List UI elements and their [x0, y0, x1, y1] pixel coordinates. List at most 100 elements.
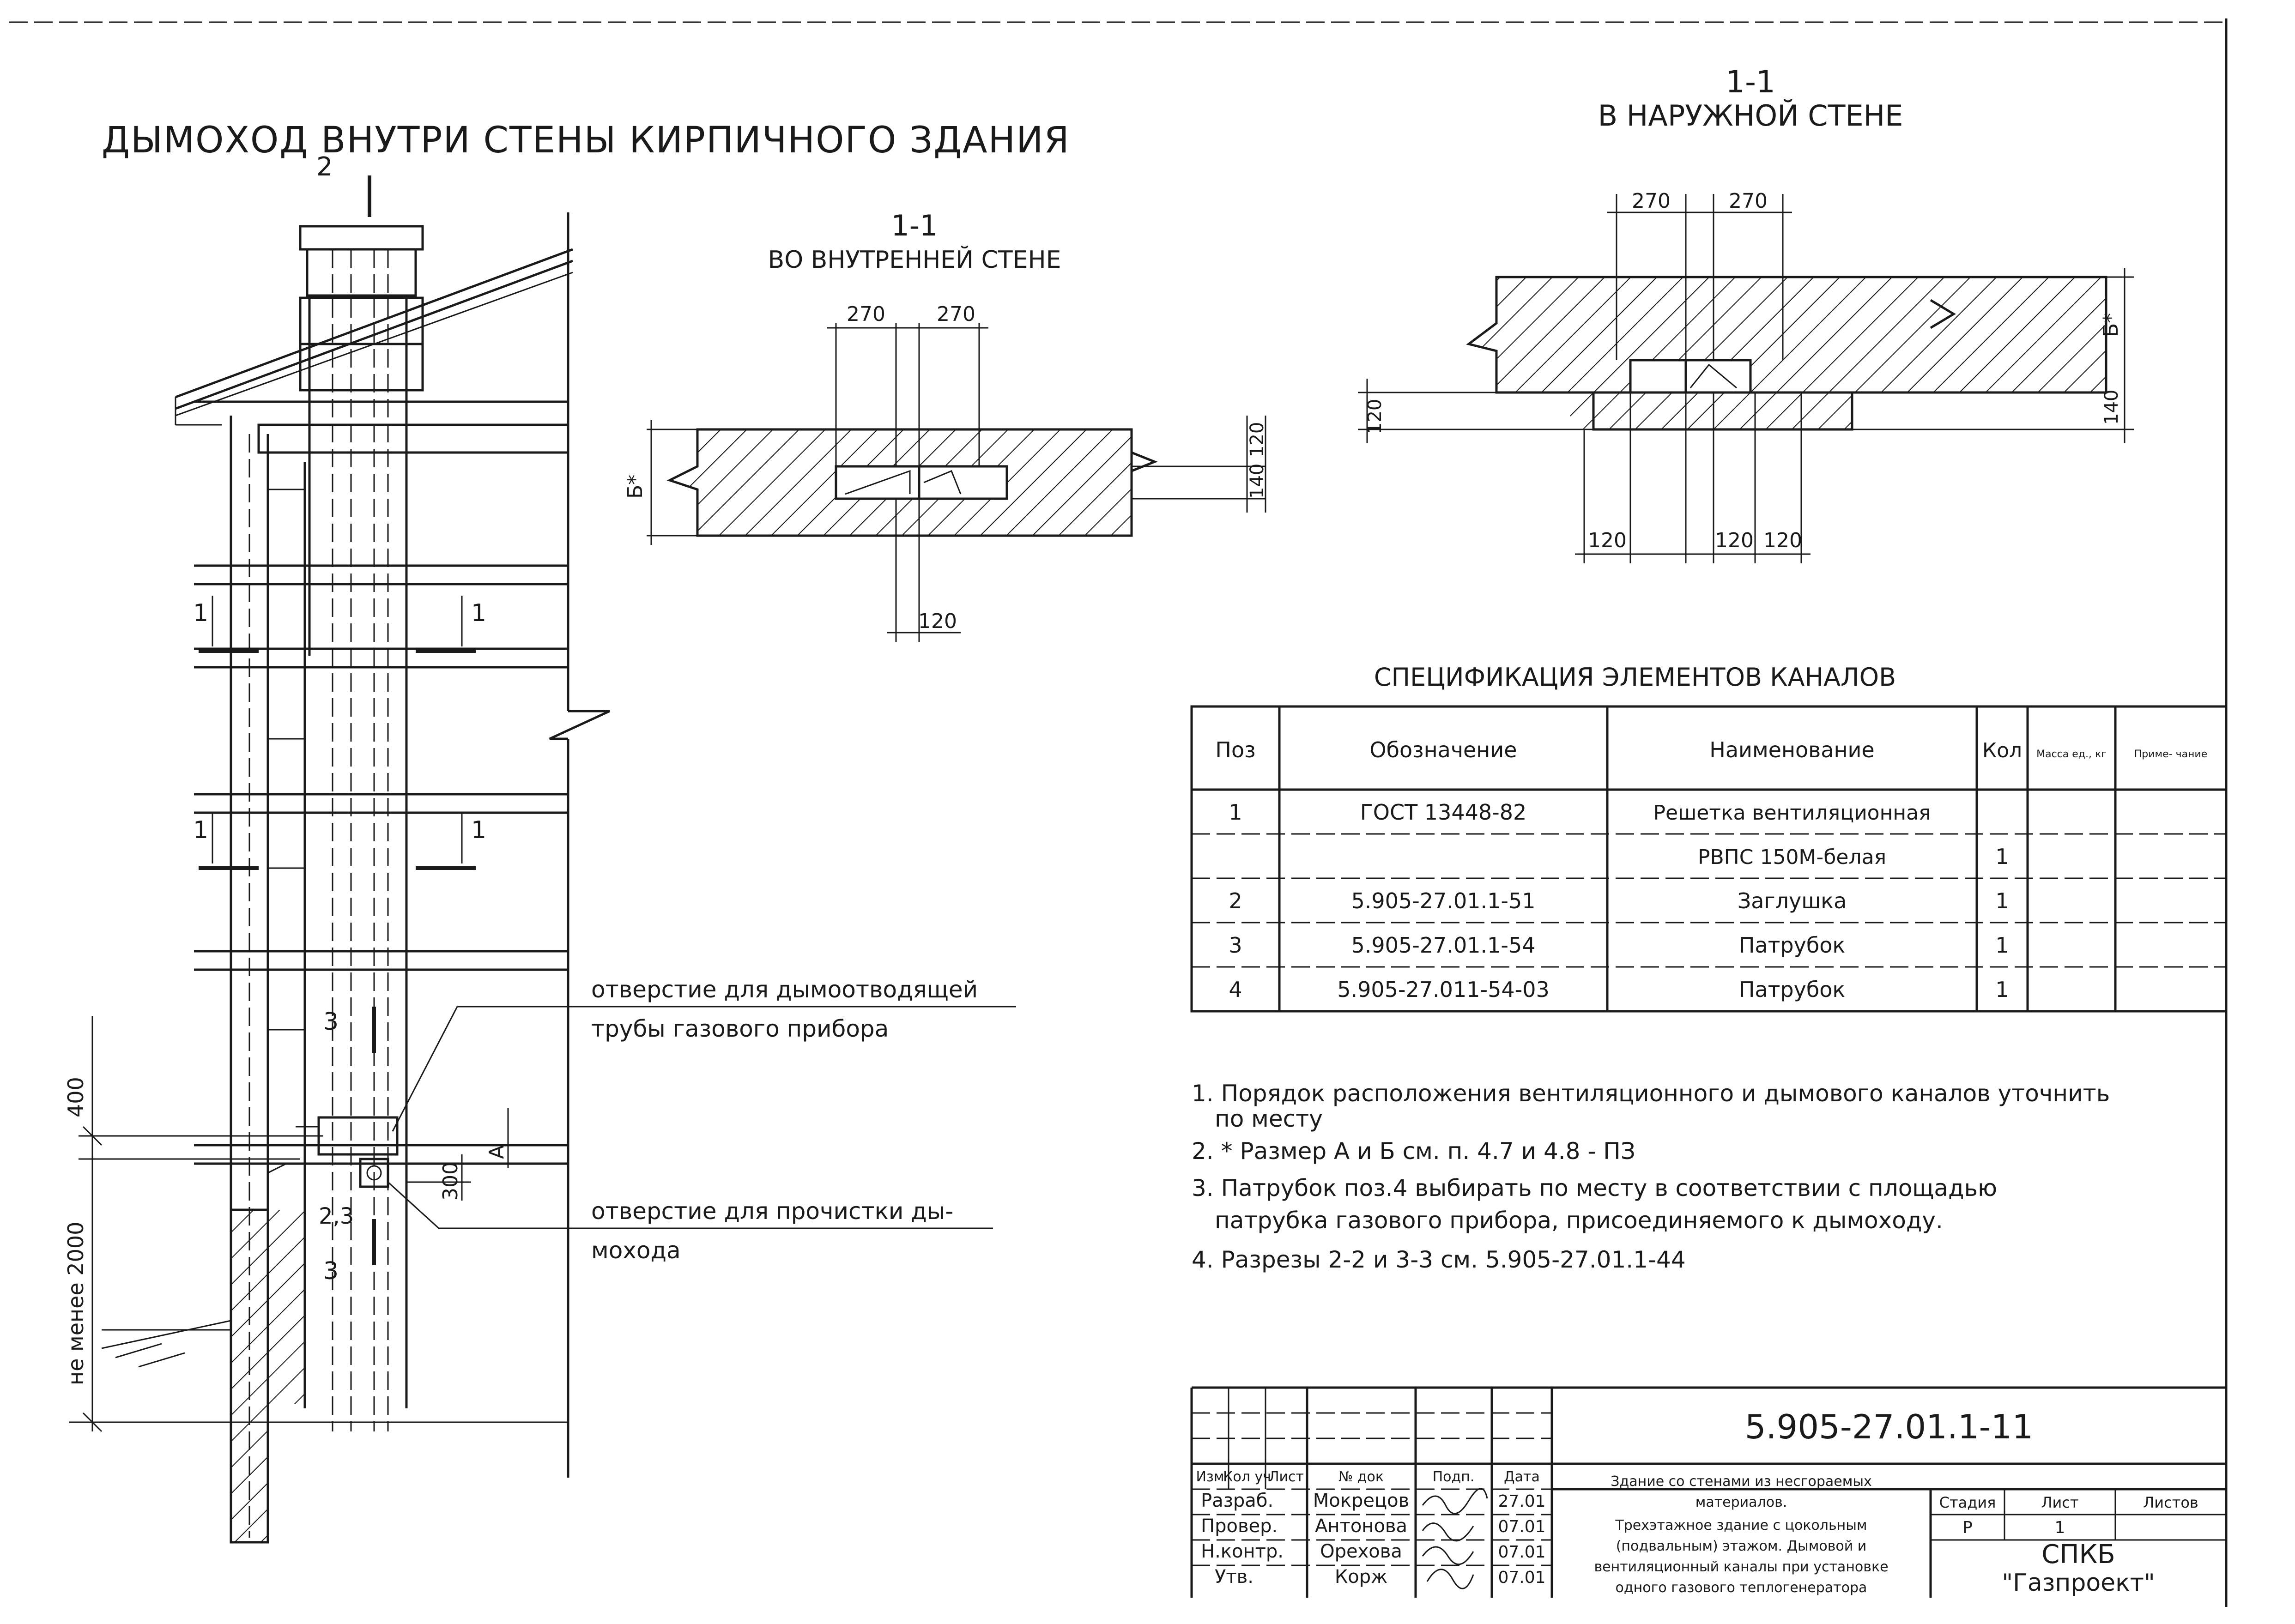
spec-row-5-name: Патрубок	[1739, 977, 1845, 1002]
spec-header-note: Приме- чание	[2134, 749, 2208, 760]
spec-header-designation: Обозначение	[1369, 737, 1517, 762]
stamp-org-2: "Газпроект"	[2002, 1569, 2155, 1597]
inner-dim-270b: 270	[937, 302, 975, 326]
outer-dim-120b: 120	[1715, 529, 1754, 552]
callout-flue-hole-line2: трубы газового прибора	[591, 1015, 889, 1042]
stamp-desc-5: вентиляционный каналы при установке	[1594, 1559, 1888, 1575]
spec-row-4-pos: 3	[1229, 933, 1242, 958]
stamp-desc-3: Трехэтажное здание с цокольным	[1615, 1517, 1867, 1533]
stamp-sheet-label: Лист	[2041, 1494, 2078, 1511]
dim-400: 400	[63, 1077, 88, 1117]
section-outer-wall: 1-1 В НАРУЖНОЙ СТЕНЕ 270 270 120 120 120…	[1358, 64, 2134, 563]
spec-row-4-name: Патрубок	[1739, 933, 1845, 958]
stamp-sheet-value: 1	[2055, 1518, 2065, 1537]
spec-row-1-name: Решетка вентиляционная	[1653, 801, 1931, 825]
doc-number: 5.905-27.01.1-11	[1745, 1407, 2034, 1446]
section-mark-23: 2,3	[319, 1203, 354, 1229]
spec-row-1-pos: 1	[1229, 800, 1242, 825]
note-2: 2. * Размер А и Б см. п. 4.7 и 4.8 - ПЗ	[1192, 1138, 1635, 1165]
main-title: ДЫМОХОД ВНУТРИ СТЕНЫ КИРПИЧНОГО ЗДАНИЯ	[102, 120, 1070, 161]
dim-min-2000: не менее 2000	[63, 1222, 88, 1385]
stamp-date-checker: 07.01	[1498, 1517, 1545, 1536]
spec-title: СПЕЦИФИКАЦИЯ ЭЛЕМЕНТОВ КАНАЛОВ	[1374, 663, 1896, 692]
outer-dim-120a: 120	[1588, 529, 1627, 552]
spec-header-name: Наименование	[1709, 737, 1874, 762]
stamp-role-approved: Утв.	[1215, 1566, 1253, 1588]
inner-dim-120-right: 120	[1247, 422, 1268, 457]
section-mark-1a: 1	[193, 599, 208, 627]
spec-row-5-designation: 5.905-27.011-54-03	[1337, 977, 1550, 1002]
notes: 1. Порядок расположения вентиляционного …	[1192, 1080, 2110, 1273]
spec-row-5-qty: 1	[1995, 977, 2009, 1002]
spec-row-2-name: РВПС 150М-белая	[1698, 845, 1886, 869]
stamp-hdr-date: Дата	[1504, 1469, 1540, 1485]
section-mark-3a: 3	[323, 1008, 339, 1036]
dim-300: 300	[439, 1162, 462, 1201]
stamp-role-norm-control: Н.контр.	[1201, 1541, 1284, 1562]
stamp-stadia-value: Р	[1962, 1518, 1973, 1537]
outer-dim-140: 140	[2101, 390, 2122, 425]
spec-table: СПЕЦИФИКАЦИЯ ЭЛЕМЕНТОВ КАНАЛОВ Поз Обозн…	[1190, 663, 2228, 1013]
stamp-desc-6: одного газового теплогенератора	[1616, 1580, 1867, 1596]
stamp-hdr-kol: Кол уч	[1223, 1469, 1271, 1485]
stamp-org-1: СПКБ	[2041, 1539, 2115, 1570]
outer-dim-b: Б*	[2099, 313, 2123, 337]
spec-header-mass: Масса ед., кг	[2036, 749, 2107, 760]
inner-dim-140: 140	[1247, 464, 1268, 499]
spec-row-2-qty: 1	[1995, 844, 2009, 869]
signatures	[1422, 1488, 1488, 1589]
stamp-hdr-izm: Изм	[1196, 1469, 1224, 1485]
section-mark-1c: 1	[193, 816, 208, 844]
stamp-desc-1: Здание со стенами из несгораемых	[1611, 1473, 1872, 1490]
stamp-stadia-label: Стадия	[1939, 1494, 1996, 1511]
inner-dim-b: Б*	[624, 475, 647, 499]
section-outer-number: 1-1	[1726, 64, 1775, 100]
spec-row-3-name: Заглушка	[1738, 888, 1847, 913]
inner-dim-270a: 270	[847, 302, 885, 326]
section-mark-3b: 3	[323, 1257, 339, 1285]
note-1-cont: по месту	[1215, 1105, 1323, 1132]
note-1: 1. Порядок расположения вентиляционного …	[1192, 1080, 2110, 1107]
section-mark-1d: 1	[471, 816, 486, 844]
stamp-date-developer: 27.01	[1498, 1492, 1545, 1511]
stamp-date-norm-control: 07.01	[1498, 1543, 1545, 1562]
spec-header-pos: Поз	[1215, 737, 1255, 762]
spec-row-3-pos: 2	[1229, 888, 1242, 913]
stamp-name-norm-control: Орехова	[1320, 1541, 1402, 1562]
section-inner-wall: 1-1 ВО ВНУТРЕННЕЙ СТЕНЕ 270 270 120 Б* 1…	[624, 209, 1268, 642]
spec-row-4-designation: 5.905-27.01.1-54	[1351, 933, 1536, 958]
section-inner-title: ВО ВНУТРЕННЕЙ СТЕНЕ	[768, 246, 1061, 274]
inner-dim-120: 120	[918, 610, 957, 633]
spec-row-5-pos: 4	[1229, 977, 1242, 1002]
section-mark-1b: 1	[471, 599, 486, 627]
spec-row-3-designation: 5.905-27.01.1-51	[1351, 888, 1536, 913]
stamp-hdr-list: Лист	[1269, 1469, 1304, 1485]
stamp-date-approved: 07.01	[1498, 1568, 1545, 1587]
outer-dim-270a: 270	[1632, 189, 1671, 213]
spec-row-1-designation: ГОСТ 13448-82	[1360, 800, 1527, 825]
section-mark-2: 2	[316, 152, 333, 182]
outer-dim-270b: 270	[1729, 189, 1768, 213]
spec-row-4-qty: 1	[1995, 933, 2009, 958]
dim-a: А	[485, 1145, 509, 1159]
title-block: 5.905-27.01.1-11 Изм Кол уч Лист № док П…	[1190, 1386, 2226, 1598]
stamp-desc-4: (подвальным) этажом. Дымовой и	[1616, 1538, 1867, 1554]
stamp-name-developer: Мокрецов	[1313, 1490, 1409, 1511]
chimney-elevation: 2 1 1 1 1 3 3 2,3 400 не менее 2000 300 …	[63, 152, 1016, 1544]
callout-flue-hole-line1: отверстие для дымоотводящей	[591, 976, 978, 1003]
spec-header-qty: Кол	[1982, 739, 2022, 762]
stamp-hdr-doc: № док	[1338, 1469, 1384, 1485]
note-3-cont: патрубка газового прибора, присоединяемо…	[1215, 1207, 1943, 1234]
stamp-role-checker: Провер.	[1201, 1515, 1278, 1537]
stamp-sheets-label: Листов	[2143, 1494, 2198, 1511]
stamp-role-developer: Разраб.	[1201, 1490, 1273, 1511]
callout-cleanout-line1: отверстие для прочистки ды-	[591, 1198, 953, 1225]
stamp-name-checker: Антонова	[1315, 1515, 1407, 1537]
callout-cleanout-line2: мохода	[591, 1237, 681, 1264]
note-3: 3. Патрубок поз.4 выбирать по месту в со…	[1192, 1175, 1997, 1201]
outer-dim-120c: 120	[1763, 529, 1802, 552]
stamp-desc-2: материалов.	[1696, 1494, 1787, 1510]
stamp-hdr-sign: Подп.	[1433, 1469, 1475, 1485]
spec-row-3-qty: 1	[1995, 888, 2009, 913]
